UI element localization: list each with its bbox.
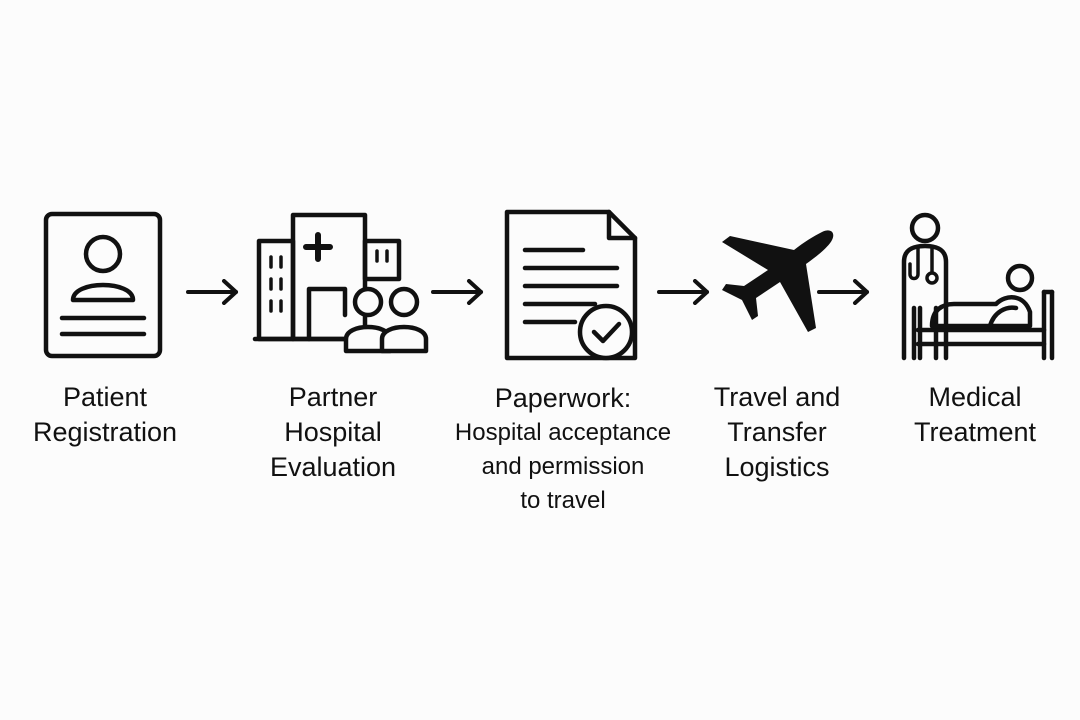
label-line: Logistics [724,452,830,482]
label-line: and permission [481,453,645,480]
label-line: Registration [32,417,178,447]
flow-arrow-2 [431,279,485,305]
label-line: Patient [62,382,148,412]
label-line: Hospital acceptance [454,419,672,446]
label-line: Partner [288,382,378,412]
label-line: Transfer [727,417,827,447]
label-line: Travel and [713,382,841,412]
flow-arrow-3 [657,279,711,305]
step-label-medical-treatment: Medical Treatment [870,380,1080,450]
airplane-icon [720,228,836,332]
document-check-icon [504,209,639,362]
label-line: Medical [928,382,1022,412]
label-line: to travel [520,487,606,514]
label-line: Treatment [913,417,1037,447]
step-label-partner-hospital-evaluation: Partner Hospital Evaluation [228,380,438,485]
label-line: Evaluation [269,452,397,482]
label-line: Paperwork: [494,383,632,413]
flow-arrow-1 [186,279,240,305]
hospital-with-people-icon [252,212,430,355]
step-label-paperwork: Paperwork: Hospital acceptance and permi… [440,381,686,518]
doctor-patient-bed-icon [890,212,1056,362]
label-line: Hospital [284,417,382,447]
step-label-patient-registration: Patient Registration [0,380,210,450]
step-label-travel-logistics: Travel and Transfer Logistics [672,380,882,485]
patient-id-card-icon [43,211,163,359]
flow-arrow-4 [817,279,871,305]
